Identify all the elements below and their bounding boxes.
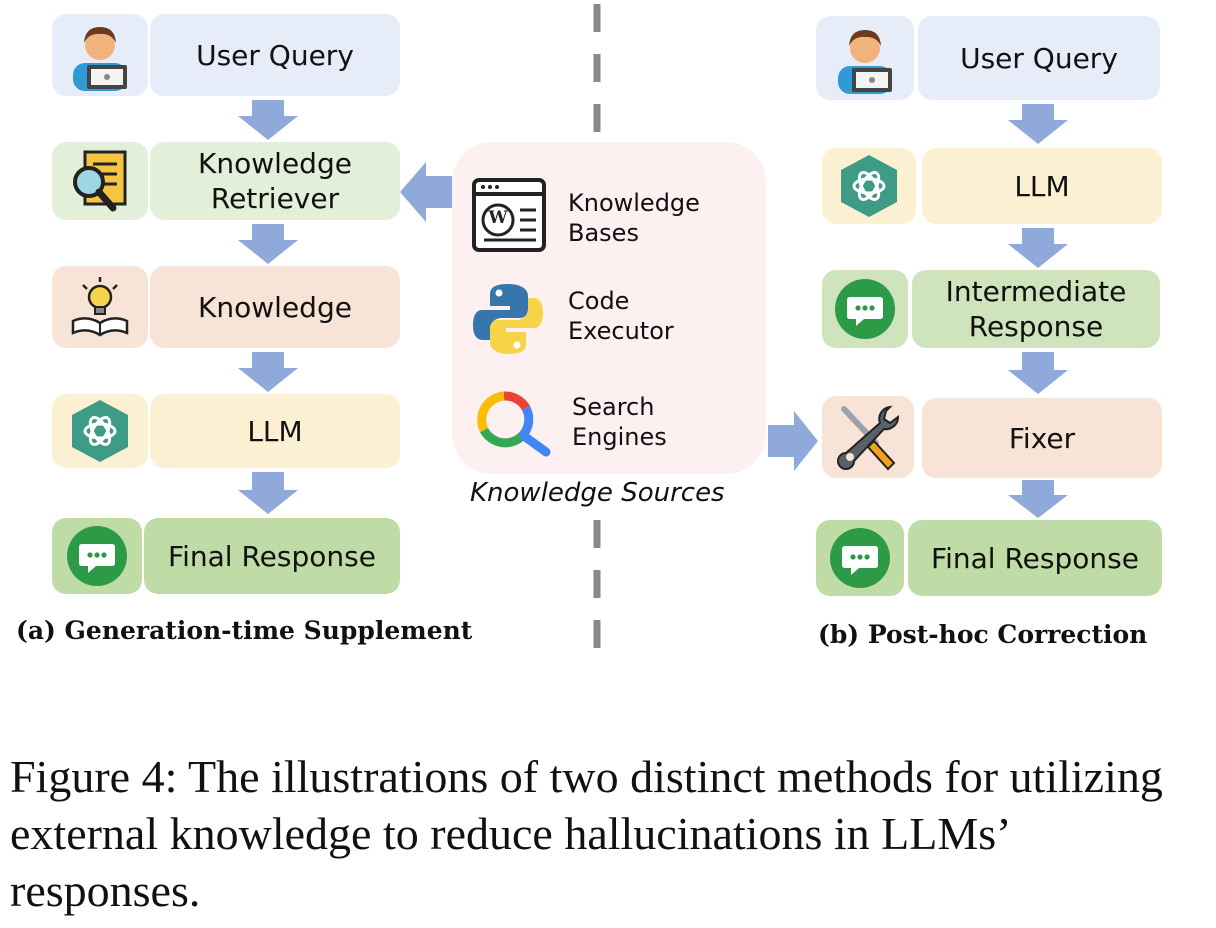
user-avatar-icon [52, 14, 148, 96]
user-avatar-icon-right [816, 16, 914, 100]
left-subcaption: (a) Generation-time Supplement [16, 616, 473, 645]
figure-caption: Figure 4: The illustrations of two disti… [10, 751, 1163, 916]
wiki-glyph: W [488, 208, 508, 228]
python-logo-icon [472, 282, 544, 356]
search-engine-icon [474, 390, 554, 457]
right-arrow-3 [1008, 352, 1068, 394]
chat-bubble-icon-right-intermediate [822, 270, 908, 348]
left-llm: LLM [150, 394, 400, 468]
search-engines-label: Search Engines [572, 393, 667, 451]
right-user-query: User Query [918, 16, 1160, 100]
arrow-to-fixer [768, 411, 818, 471]
dashed-divider [593, 4, 601, 664]
chat-bubble-icon [52, 518, 142, 594]
chat-bubble-icon-right-final [816, 520, 904, 596]
left-knowledge-retriever: Knowledge Retriever [150, 142, 400, 220]
openai-logo-icon [52, 394, 148, 468]
left-arrow-3 [238, 352, 298, 392]
left-arrow-2 [238, 224, 298, 264]
left-final-response: Final Response [144, 518, 400, 594]
right-arrow-1 [1008, 104, 1068, 144]
magnifier-document-icon [52, 142, 148, 220]
left-arrow-4 [238, 472, 298, 514]
book-lightbulb-icon [52, 266, 148, 348]
openai-logo-icon-right [822, 148, 916, 224]
tools-wrench-screwdriver-icon [822, 396, 914, 478]
browser-wiki-icon: W [472, 178, 546, 252]
right-final-response: Final Response [908, 520, 1162, 596]
right-arrow-2 [1008, 228, 1068, 268]
right-llm: LLM [922, 148, 1162, 224]
knowledge-sources-title: Knowledge Sources [470, 478, 725, 508]
right-fixer: Fixer [922, 398, 1162, 478]
left-knowledge: Knowledge [150, 266, 400, 348]
knowledge-bases-label: Knowledge Bases [568, 189, 700, 247]
right-subcaption: (b) Post-hoc Correction [818, 620, 1148, 649]
left-arrow-1 [238, 100, 298, 140]
right-intermediate-response: Intermediate Response [912, 270, 1160, 348]
right-arrow-4 [1008, 480, 1068, 518]
code-executor-label: Code Executor [568, 287, 674, 345]
arrow-to-retriever [400, 162, 452, 222]
left-user-query: User Query [150, 14, 400, 96]
